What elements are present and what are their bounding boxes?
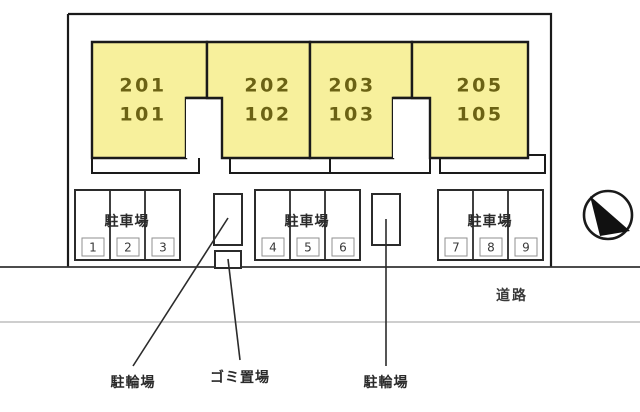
unit-201-101-upper: 201 (119, 75, 166, 97)
parking-lot-left-title: 駐車場 (105, 213, 150, 230)
road-band (0, 266, 640, 323)
parking-stall-1: 1 (89, 241, 97, 255)
parking-stall-2: 2 (124, 241, 132, 255)
callout-leader-lines (132, 217, 387, 367)
unit-203-103-lower: 103 (328, 104, 375, 126)
bicycle-parking-left-shape (213, 193, 243, 246)
unit-202-102-upper: 202 (244, 75, 291, 97)
parking-stall-6: 6 (339, 241, 347, 255)
north-arrow-icon (582, 189, 634, 241)
entry-notch-left (186, 96, 222, 158)
unit-205-105-upper: 205 (456, 75, 503, 97)
unit-201-101-lower: 101 (119, 104, 166, 126)
unit-202-102: 202 102 (205, 40, 312, 160)
callout-garbage-label: ゴミ置場 (210, 369, 270, 386)
parking-stall-4: 4 (269, 241, 277, 255)
parking-lot-right-title: 駐車場 (468, 213, 513, 230)
parking-stall-5: 5 (304, 241, 312, 255)
callout-bicycle-left-label: 駐輪場 (111, 374, 156, 391)
callout-bicycle-middle-label: 駐輪場 (364, 374, 409, 391)
entry-notch-right (393, 96, 430, 158)
road-label: 道路 (496, 287, 528, 304)
unit-203-103-upper: 203 (328, 75, 375, 97)
unit-205-105-lower: 105 (456, 104, 503, 126)
parking-stall-3: 3 (159, 241, 167, 255)
unit-203-103: 203 103 (308, 40, 414, 160)
parking-lot-right: 駐車場 7 8 9 (437, 189, 544, 261)
parking-stall-8: 8 (487, 241, 495, 255)
property-boundary (66, 12, 553, 267)
parking-lot-middle-title: 駐車場 (285, 213, 330, 230)
parking-stall-9: 9 (522, 241, 530, 255)
parking-lot-middle: 駐車場 4 5 6 (254, 189, 361, 261)
unit-202-102-lower: 102 (244, 104, 291, 126)
parking-stall-7: 7 (452, 241, 460, 255)
parking-lot-left: 駐車場 1 2 3 (74, 189, 181, 261)
unit-205-105: 205 105 (410, 40, 530, 160)
